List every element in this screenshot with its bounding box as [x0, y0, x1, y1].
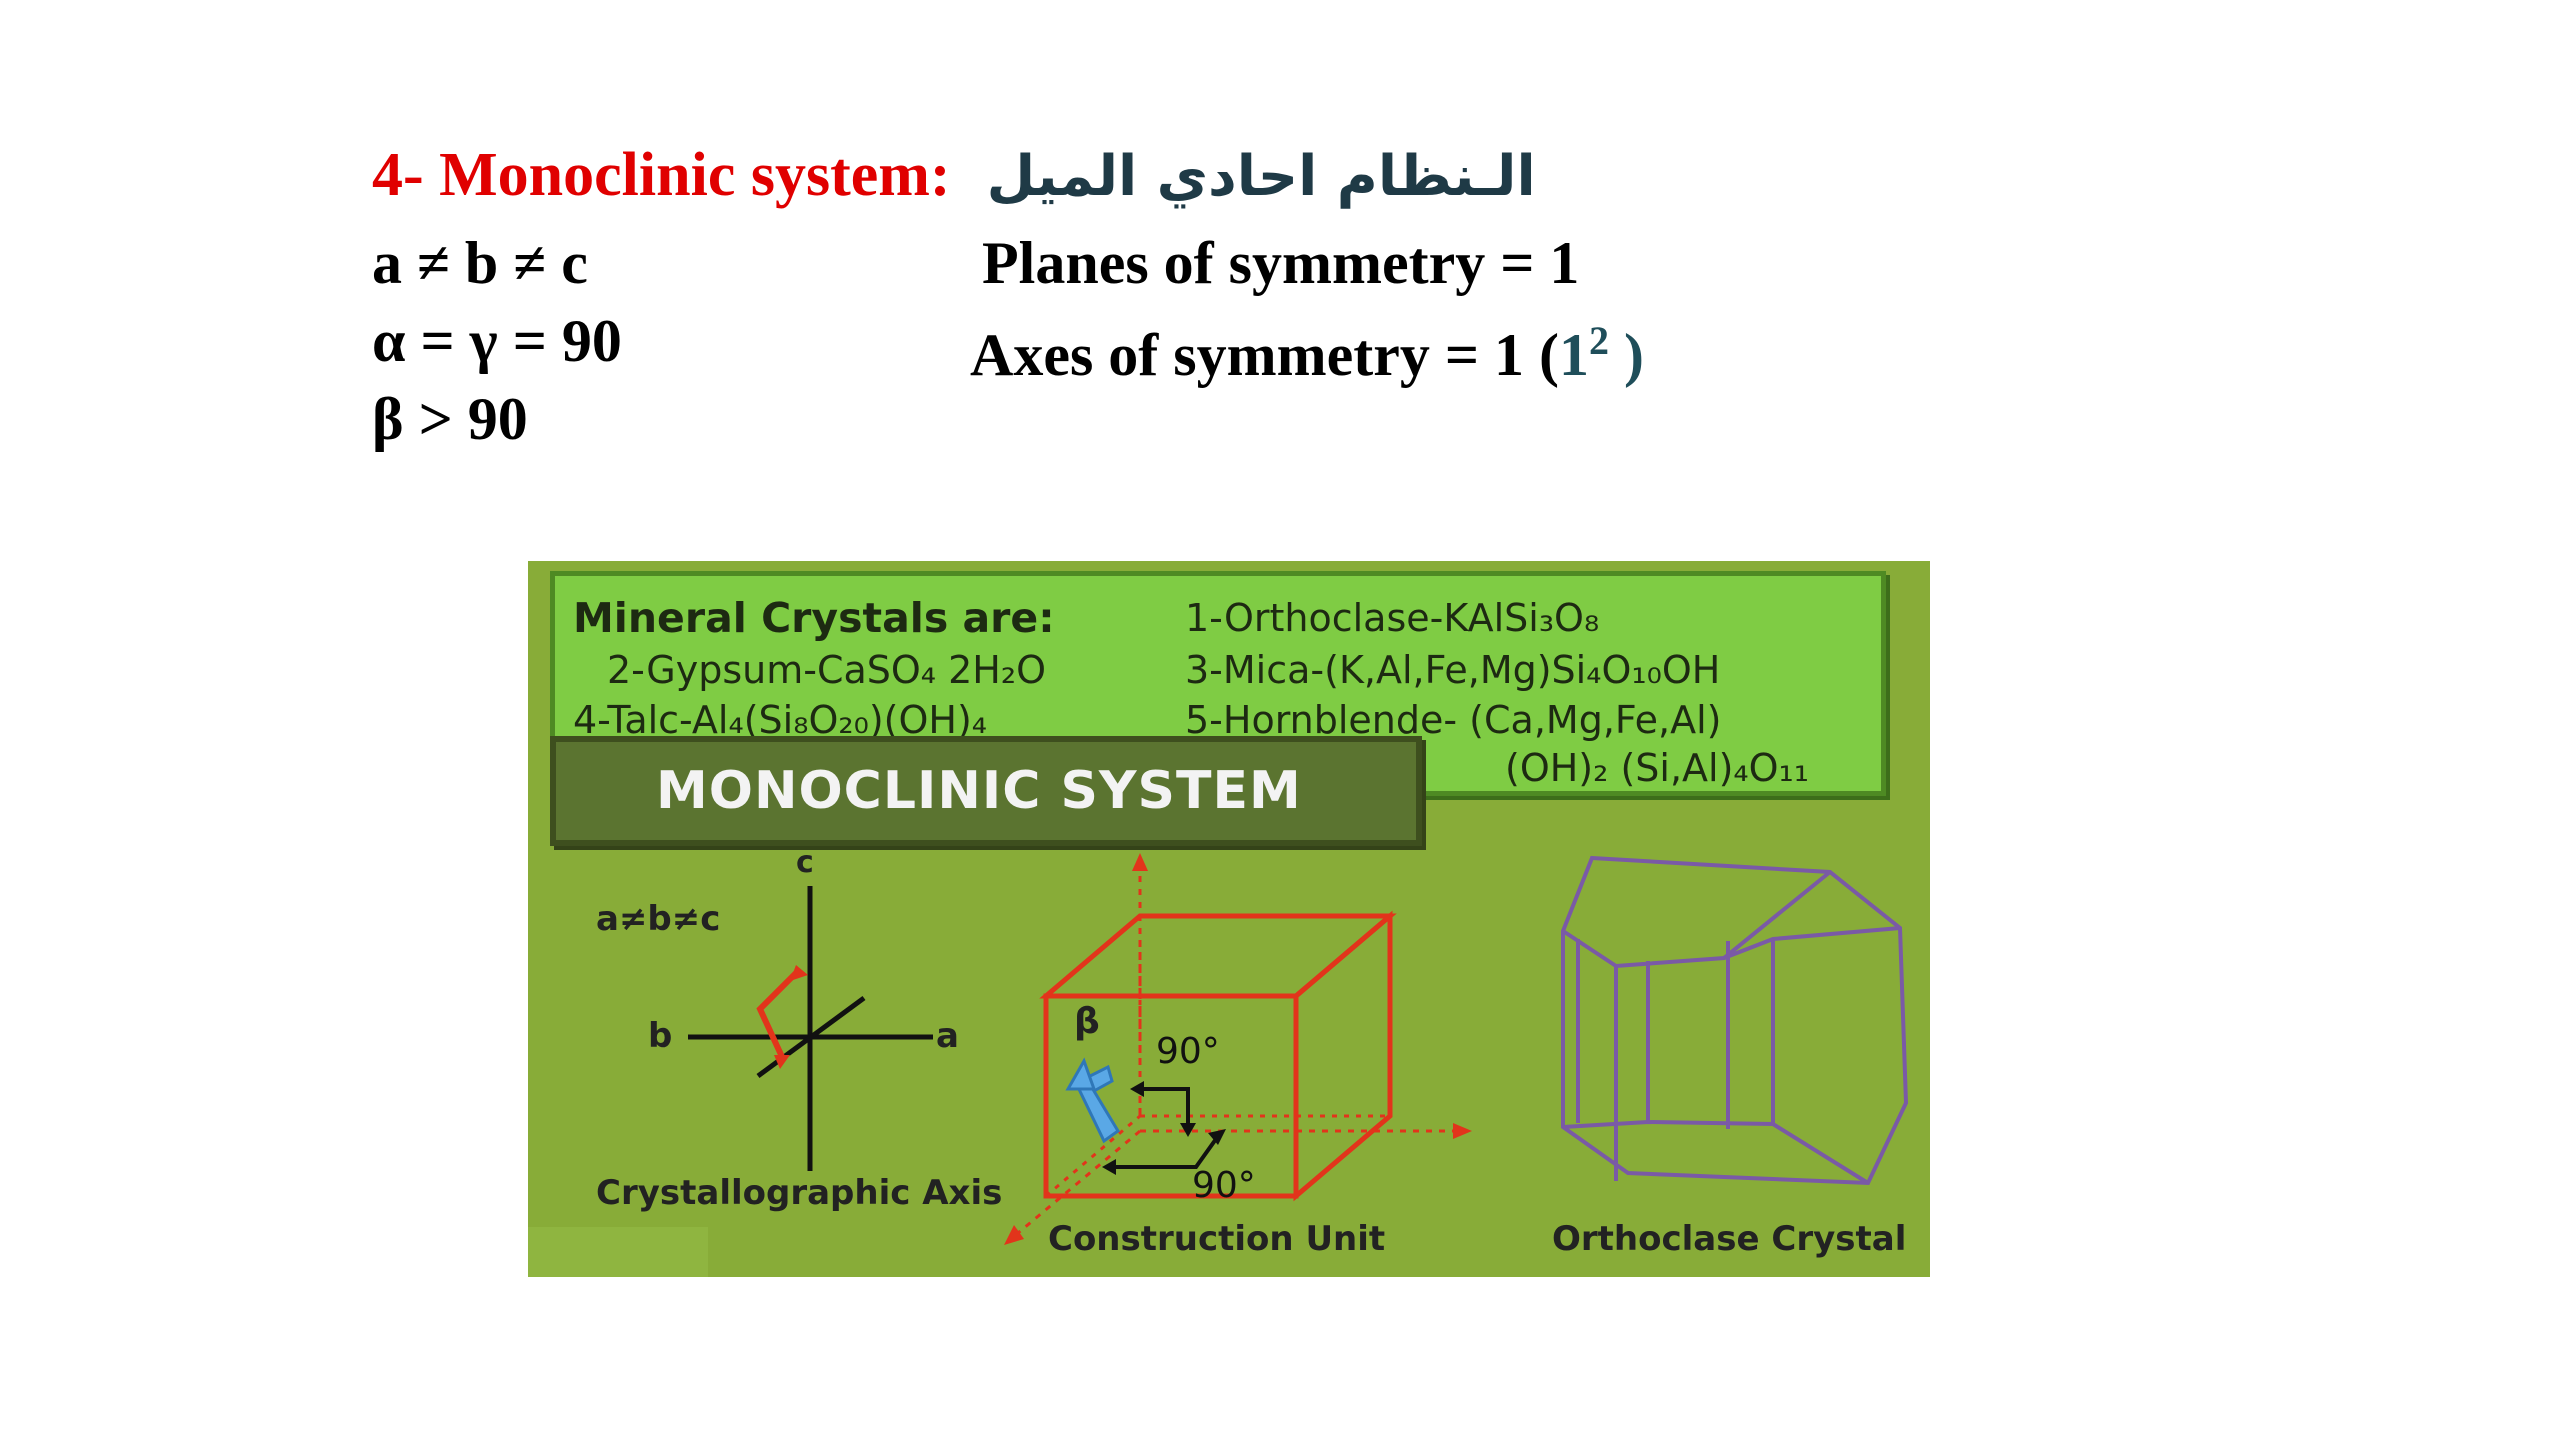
system-banner: MONOCLINIC SYSTEM: [550, 736, 1422, 846]
planes-of-symmetry: Planes of symmetry = 1: [982, 230, 1580, 296]
axis-relation-line: a ≠ b ≠ c: [372, 230, 588, 296]
panel-strip: [528, 1227, 708, 1277]
mineral-item: 5-Hornblende- (Ca,Mg,Fe,Al): [1185, 698, 1722, 742]
mineral-heading: Mineral Crystals are:: [573, 594, 1055, 642]
angle-label-bottom: 90°: [1192, 1165, 1256, 1206]
banner-title: MONOCLINIC SYSTEM: [656, 761, 1302, 821]
title-number: 4- Monoclinic system:: [372, 141, 951, 209]
beta-label: β: [1074, 1001, 1100, 1042]
orthoclase-crystal-caption: Orthoclase Crystal: [1552, 1219, 1907, 1259]
axis-c-label: c: [796, 845, 814, 880]
mineral-item: 1-Orthoclase-KAlSi₃O₈: [1185, 596, 1600, 640]
orthoclase-crystal-drawing: [1561, 855, 1909, 1186]
right-angle-arrows: [1102, 1081, 1226, 1175]
mineral-list-box: Mineral Crystals are: 1-Orthoclase-KAlSi…: [550, 571, 1886, 796]
axis-b-label: b: [648, 1016, 673, 1056]
mineral-item: (OH)₂ (Si,Al)₄O₁₁: [1505, 746, 1810, 790]
beta-angle-arrow: [756, 965, 808, 1069]
mineral-item: 3-Mica-(K,Al,Fe,Mg)Si₄O₁₀OH: [1185, 648, 1721, 692]
beta-blue-marker: [1065, 1057, 1120, 1144]
title-arabic: الـنظام احادي الميل: [986, 144, 1536, 209]
axis-relation-label: a≠b≠c: [596, 899, 721, 939]
angle-label-top: 90°: [1156, 1031, 1220, 1072]
crystallographic-axis-caption: Crystallographic Axis: [596, 1173, 1003, 1213]
slide-title: 4- Monoclinic system: الـنظام احادي الميل: [372, 138, 1536, 214]
construction-unit-caption: Construction Unit: [1048, 1219, 1386, 1259]
crystallographic-axes: [688, 886, 933, 1171]
beta-relation-line: β > 90: [372, 386, 528, 452]
axes-of-symmetry: Axes of symmetry = 1 (12 ): [970, 318, 1644, 388]
mineral-item: 2-Gypsum-CaSO₄ 2H₂O: [607, 648, 1047, 692]
angle-relation-line: α = γ = 90: [372, 308, 622, 374]
b-axis: [756, 995, 866, 1079]
monoclinic-figure-panel: Mineral Crystals are: 1-Orthoclase-KAlSi…: [528, 561, 1930, 1277]
diagram-graphics: [688, 853, 1909, 1245]
cube-axes: [1004, 853, 1472, 1245]
mineral-item: 4-Talc-Al₄(Si₈O₂₀)(OH)₄: [573, 698, 988, 742]
axis-a-label: a: [936, 1016, 959, 1056]
construction-cube: [1039, 910, 1397, 1202]
